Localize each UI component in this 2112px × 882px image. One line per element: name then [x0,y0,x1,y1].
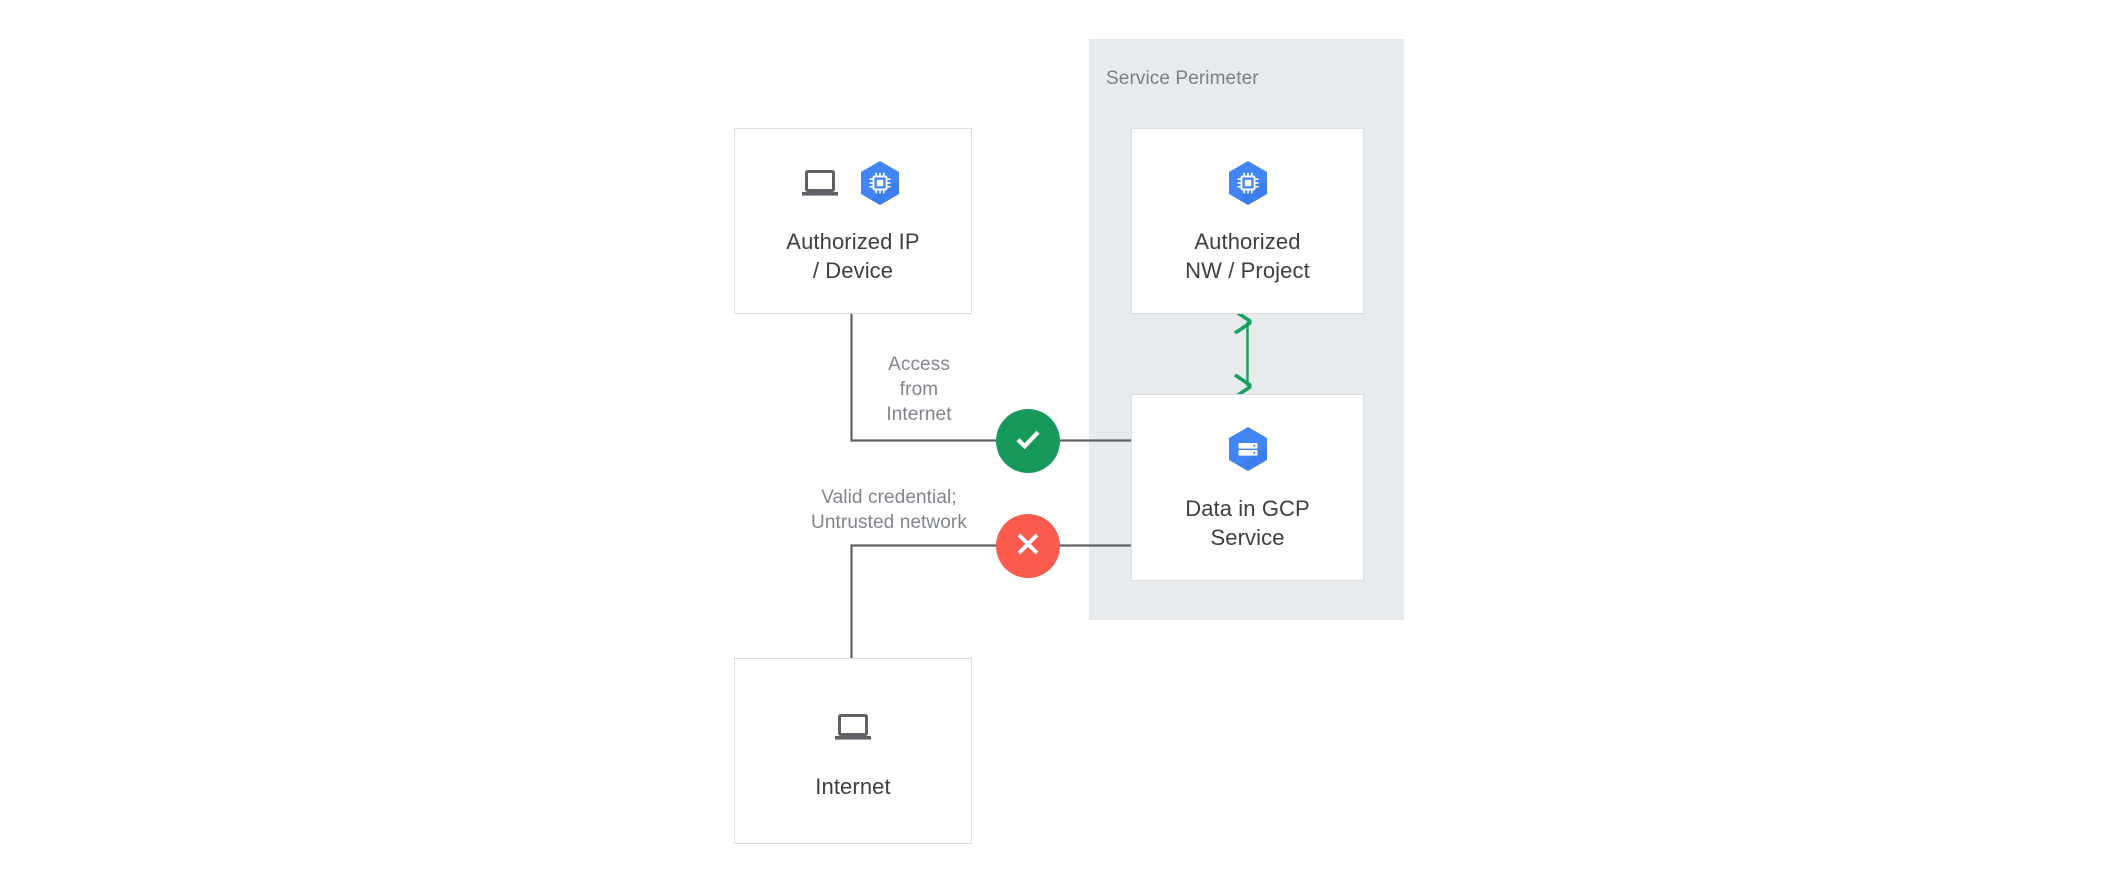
status-badge-allowed[interactable] [996,409,1060,473]
node-label: Authorized IP / Device [786,229,920,283]
node-icon-group [833,702,873,758]
node-internet[interactable]: Internet [734,658,972,844]
check-icon [1011,422,1045,461]
node-label: Internet [815,773,891,799]
compute-hexagon-icon [1222,157,1274,214]
edge-label-valid-credential-untrusted-network: Valid credential; Untrusted network [811,487,967,533]
laptop-icon [800,167,840,204]
compute-hexagon-icon [854,157,906,214]
service-perimeter-label: Service Perimeter [1106,68,1259,89]
node-label: Authorized NW / Project [1185,229,1310,283]
node-label: Data in GCP Service [1185,495,1310,550]
node-icon-group [1222,157,1274,213]
node-icon-group [800,157,906,213]
node-icon-group [1222,424,1274,480]
close-icon [1012,528,1044,565]
database-hexagon-icon [1222,423,1274,480]
node-authorized-ip-device[interactable]: Authorized IP / Device [734,128,972,314]
node-data-in-gcp-service[interactable]: Data in GCP Service [1131,394,1364,581]
node-authorized-nw-project[interactable]: Authorized NW / Project [1131,128,1364,314]
status-badge-denied[interactable] [996,514,1060,578]
edge-label-access-from-internet: Access from Internet [886,354,952,425]
laptop-icon [833,711,873,748]
